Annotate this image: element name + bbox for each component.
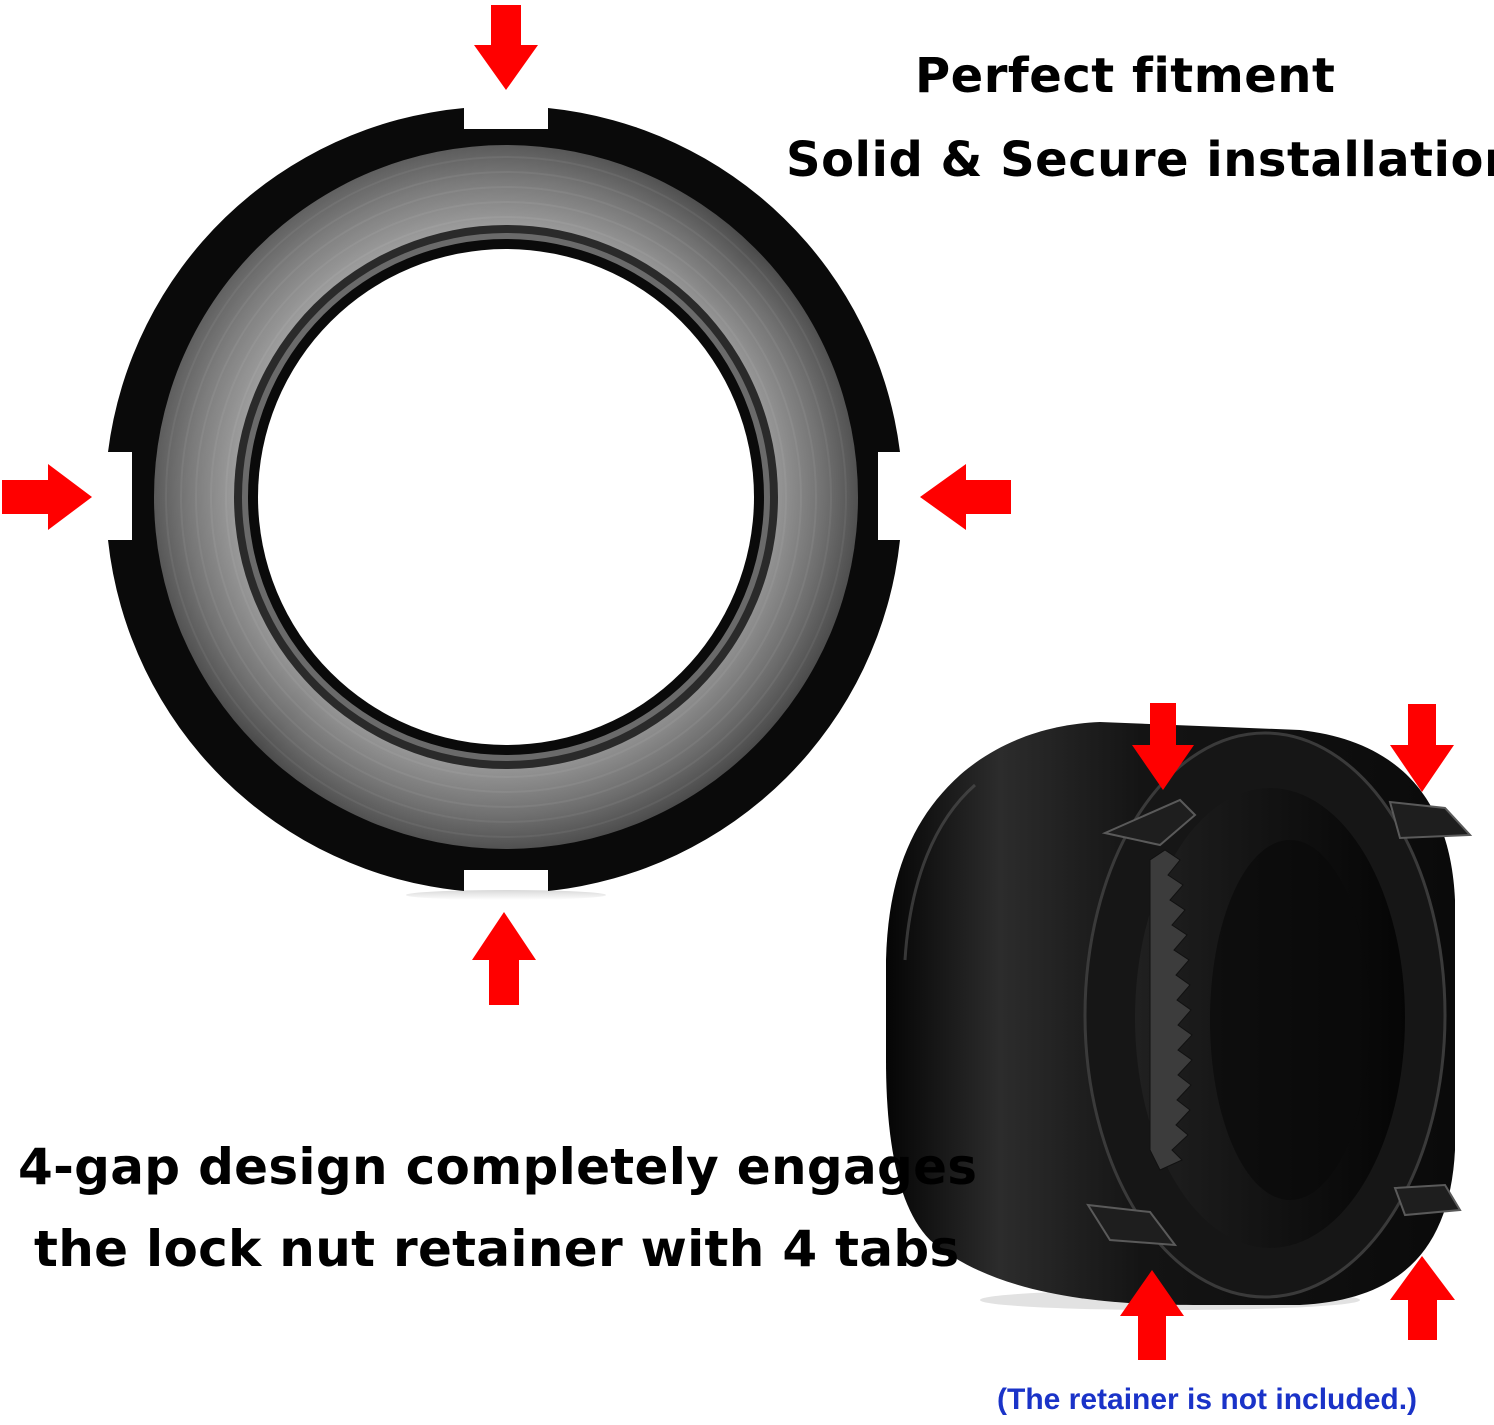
socket-tab bbox=[1086, 1203, 1178, 1247]
retainer-note: (The retainer is not included.) bbox=[997, 1383, 1418, 1416]
red-arrow-icon bbox=[1120, 1270, 1184, 1360]
socket-spline-teeth bbox=[1149, 849, 1193, 1171]
socket-tab bbox=[1388, 800, 1473, 840]
socket-tool-perspective bbox=[886, 722, 1473, 1310]
headline-line-1: Perfect fitment bbox=[915, 48, 1336, 104]
socket-tab bbox=[1393, 1183, 1462, 1217]
red-arrow-icon bbox=[1132, 703, 1194, 790]
caption-line-2: the lock nut retainer with 4 tabs bbox=[34, 1220, 960, 1278]
red-arrow-icon bbox=[474, 5, 538, 90]
caption-line-1: 4-gap design completely engages bbox=[18, 1138, 978, 1196]
red-arrow-icon bbox=[2, 464, 92, 530]
socket-tabs bbox=[1086, 798, 1473, 1247]
nut-shadow bbox=[406, 890, 606, 900]
red-arrow-icon bbox=[1390, 1256, 1455, 1340]
nut-bore bbox=[258, 249, 754, 745]
lock-nut-top-view bbox=[108, 108, 900, 900]
red-arrow-icon bbox=[472, 912, 536, 1005]
headline-line-2: Solid & Secure installation. bbox=[786, 132, 1494, 188]
red-arrow-icon bbox=[920, 464, 1011, 530]
nut-machining-lines bbox=[165, 156, 847, 838]
socket-tab bbox=[1101, 798, 1197, 847]
red-arrows bbox=[2, 5, 1455, 1360]
red-arrow-icon bbox=[1390, 704, 1454, 792]
